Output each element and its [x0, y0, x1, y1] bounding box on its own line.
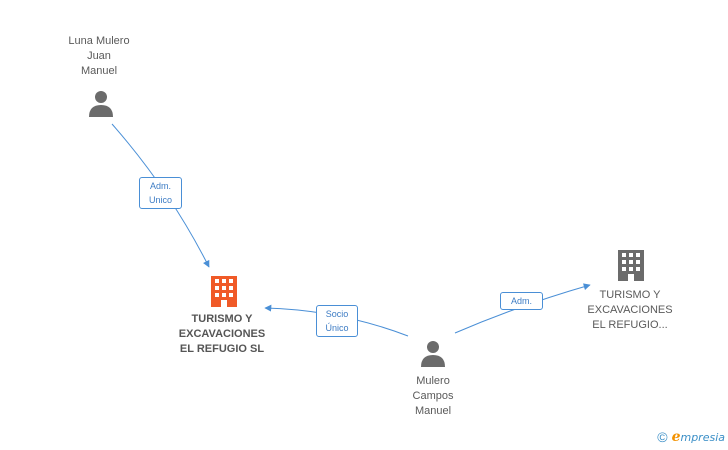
building-icon[interactable]: [209, 275, 239, 307]
edge-label-adm: Adm.: [500, 292, 543, 310]
edge-label-adm-unico: Adm. Unico: [139, 177, 182, 209]
person-luna-label[interactable]: Luna Mulero Juan Manuel: [68, 35, 130, 77]
person-icon[interactable]: [419, 339, 447, 367]
brand-name: mpresia: [680, 430, 725, 444]
brand-e-letter: e: [671, 429, 681, 445]
company-other-label[interactable]: TURISMO Y EXCAVACIONES EL REFUGIO...: [587, 289, 673, 331]
empresia-logo: © e mpresia: [657, 429, 725, 445]
copyright-icon: ©: [657, 429, 668, 445]
edge-label-socio-unico: Socio Único: [316, 305, 358, 337]
building-icon[interactable]: [616, 249, 646, 281]
person-mulero-label[interactable]: Mulero Campos Manuel: [412, 375, 454, 417]
company-main-label[interactable]: TURISMO Y EXCAVACIONES EL REFUGIO SL: [178, 313, 266, 355]
person-icon[interactable]: [87, 89, 115, 117]
